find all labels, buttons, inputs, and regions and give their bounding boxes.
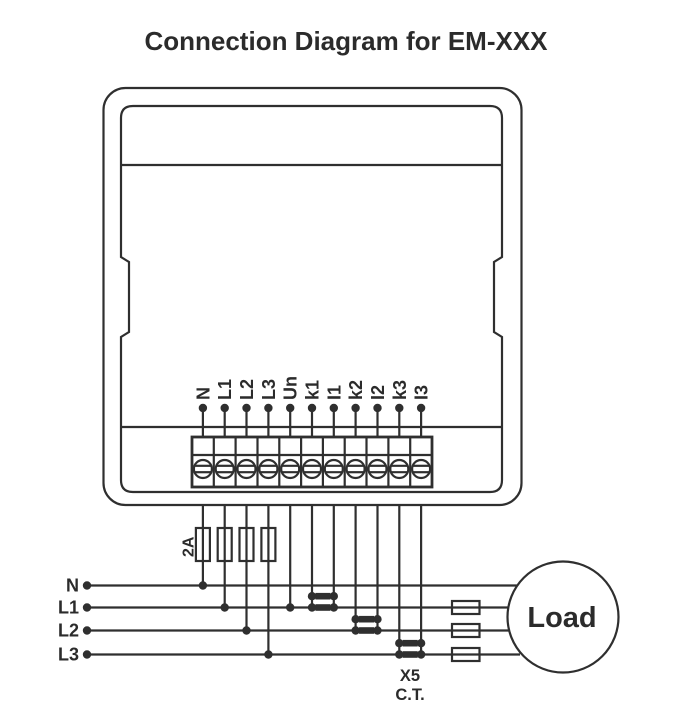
terminal-label-l3: L3 (259, 379, 279, 400)
fuse-rating-label: 2A (181, 536, 198, 557)
supply-bus-lines: N L1 L2 L3 (58, 576, 520, 665)
ct-designator-label: X5 (400, 667, 420, 685)
terminal-block (190, 435, 434, 489)
terminal-label-l1: L1 (215, 379, 235, 400)
meter-device (102, 86, 523, 507)
terminal-label-k1: k1 (303, 380, 323, 400)
terminal-cell-dividers (212, 437, 412, 487)
terminal-label-i2: I2 (368, 385, 388, 400)
terminal-block-outline (190, 435, 434, 489)
junction-l2 (242, 626, 251, 635)
terminal-label-i3: I3 (412, 385, 432, 400)
device-inner-case (119, 104, 504, 494)
terminal-label-i1: I1 (324, 385, 344, 400)
terminal-label-un: Un (281, 376, 301, 400)
junction-dots (198, 581, 295, 659)
bus-end-dot-l2 (82, 626, 92, 635)
diagram-title: Connection Diagram for EM-XXX (144, 26, 548, 56)
junction-l1 (220, 603, 229, 612)
junction-l3 (264, 650, 273, 659)
bus-label-l3: L3 (58, 645, 79, 665)
bus-end-dot-n (82, 581, 92, 590)
terminal-labels: N L1 L2 L3 Un k1 I1 k2 I2 k3 I3 (193, 376, 431, 400)
bus-label-l1: L1 (58, 598, 79, 618)
load: Load (506, 560, 620, 674)
junction-n (198, 581, 208, 590)
current-transformers: X5 C.T. (307, 592, 426, 704)
terminal-label-n: N (193, 387, 213, 400)
load-label: Load (527, 602, 596, 634)
wires (201, 505, 423, 655)
load-circle (506, 560, 620, 674)
junction-un (286, 603, 295, 612)
terminal-label-k3: k3 (390, 380, 410, 400)
terminal-label-k2: k2 (346, 380, 366, 400)
terminal-label-l2: L2 (237, 379, 257, 400)
bus-end-dot-l3 (82, 650, 92, 659)
ct-abbr-label: C.T. (395, 686, 424, 704)
bus-end-dot-l1 (82, 603, 92, 612)
bus-label-l2: L2 (58, 621, 79, 641)
bus-label-n: N (66, 576, 79, 596)
supply-fuses: 2A (181, 526, 277, 563)
